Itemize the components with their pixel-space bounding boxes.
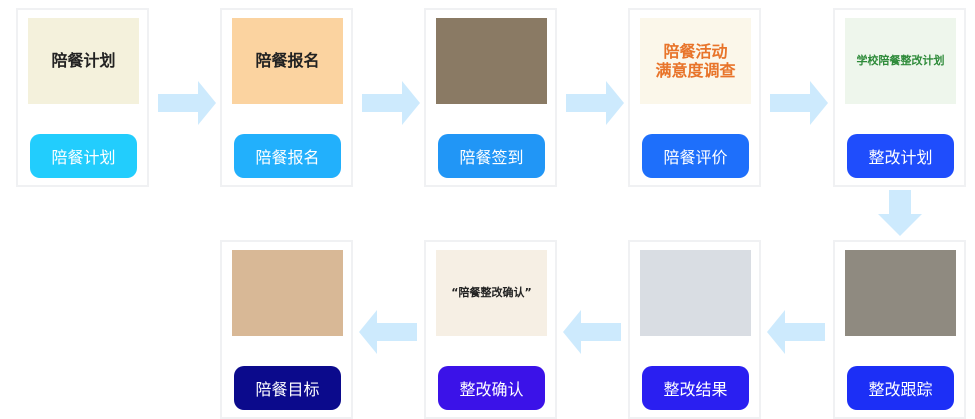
step-image-plan: 陪餐计划 bbox=[28, 18, 139, 104]
step-image-rectify-result bbox=[640, 250, 751, 336]
step-card-signup: 陪餐报名陪餐报名 bbox=[220, 8, 353, 187]
arrow-left-icon bbox=[563, 310, 621, 354]
step-button-goal[interactable]: 陪餐目标 bbox=[234, 366, 341, 410]
image-lettering: 陪餐活动 bbox=[663, 41, 728, 61]
step-image-evaluation: 陪餐活动满意度调查 bbox=[640, 18, 751, 104]
step-button-rectify-result[interactable]: 整改结果 bbox=[642, 366, 749, 410]
image-lettering: 陪餐计划 bbox=[51, 51, 116, 71]
step-card-rectify-plan: 学校陪餐整改计划整改计划 bbox=[833, 8, 966, 187]
arrow-right-icon bbox=[158, 81, 216, 125]
image-lettering: 陪餐报名 bbox=[255, 51, 320, 71]
step-card-checkin: 陪餐签到 bbox=[424, 8, 557, 187]
step-button-plan[interactable]: 陪餐计划 bbox=[30, 134, 137, 178]
step-card-goal: 陪餐目标 bbox=[220, 240, 353, 419]
step-button-rectify-track[interactable]: 整改跟踪 bbox=[847, 366, 954, 410]
step-card-rectify-result: 整改结果 bbox=[628, 240, 761, 419]
step-image-rectify-track bbox=[845, 250, 956, 336]
step-image-rectify-confirm: “陪餐整改确认” bbox=[436, 250, 547, 336]
step-image-goal bbox=[232, 250, 343, 336]
step-button-evaluation[interactable]: 陪餐评价 bbox=[642, 134, 749, 178]
arrow-left-icon bbox=[767, 310, 825, 354]
arrow-right-icon bbox=[566, 81, 624, 125]
arrow-left-icon bbox=[359, 310, 417, 354]
step-button-signup[interactable]: 陪餐报名 bbox=[234, 134, 341, 178]
step-button-checkin[interactable]: 陪餐签到 bbox=[438, 134, 545, 178]
step-button-rectify-plan[interactable]: 整改计划 bbox=[847, 134, 954, 178]
image-lettering: 学校陪餐整改计划 bbox=[856, 54, 945, 68]
image-lettering: 满意度调查 bbox=[655, 61, 736, 80]
step-card-evaluation: 陪餐活动满意度调查陪餐评价 bbox=[628, 8, 761, 187]
arrow-right-icon bbox=[362, 81, 420, 125]
step-card-plan: 陪餐计划陪餐计划 bbox=[16, 8, 149, 187]
image-lettering: “陪餐整改确认” bbox=[451, 286, 532, 300]
step-image-rectify-plan: 学校陪餐整改计划 bbox=[845, 18, 956, 104]
step-button-rectify-confirm[interactable]: 整改确认 bbox=[438, 366, 545, 410]
step-card-rectify-confirm: “陪餐整改确认” 整改确认 bbox=[424, 240, 557, 419]
step-image-checkin bbox=[436, 18, 547, 104]
arrow-right-icon bbox=[770, 81, 828, 125]
arrow-down-icon bbox=[878, 190, 922, 236]
step-card-rectify-track: 整改跟踪 bbox=[833, 240, 966, 419]
step-image-signup: 陪餐报名 bbox=[232, 18, 343, 104]
